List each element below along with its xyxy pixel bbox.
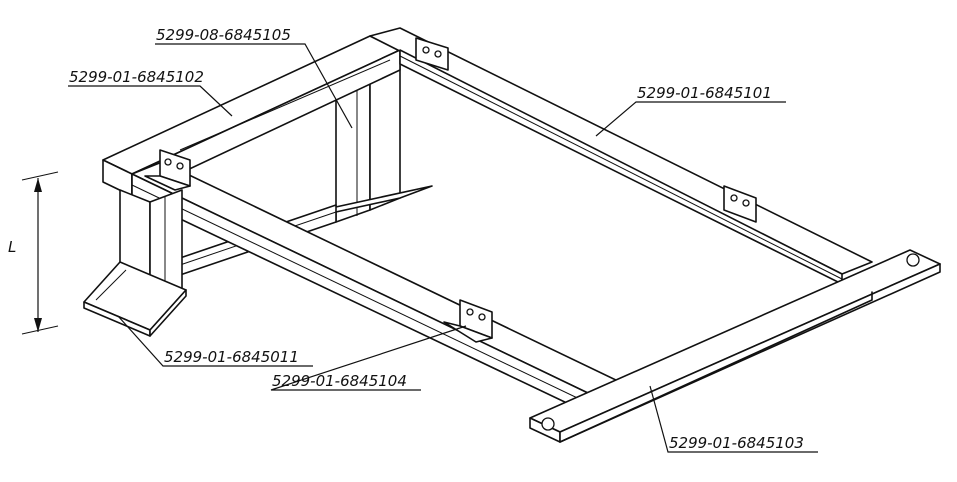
- top-left-beam: [102, 35, 401, 197]
- label-part-6845102: 5299-01-6845102: [69, 68, 204, 86]
- label-part-6845011: 5299-01-6845011: [164, 348, 299, 366]
- bracket-right: [723, 185, 757, 223]
- dimension-l-label: L: [8, 238, 16, 256]
- bracket-rear: [415, 37, 449, 71]
- foot-plate: [83, 261, 187, 337]
- front-crossbar: [529, 249, 941, 443]
- leader-lines: [68, 43, 818, 453]
- bracket-front-left: [144, 149, 191, 191]
- bracket-middle: [443, 299, 493, 343]
- label-part-6845104: 5299-01-6845104: [272, 372, 407, 390]
- label-part-6845105: 5299-08-6845105: [156, 26, 291, 44]
- dimension-l: [21, 171, 59, 335]
- label-part-6845103: 5299-01-6845103: [669, 434, 804, 452]
- label-part-6845101: 5299-01-6845101: [637, 84, 772, 102]
